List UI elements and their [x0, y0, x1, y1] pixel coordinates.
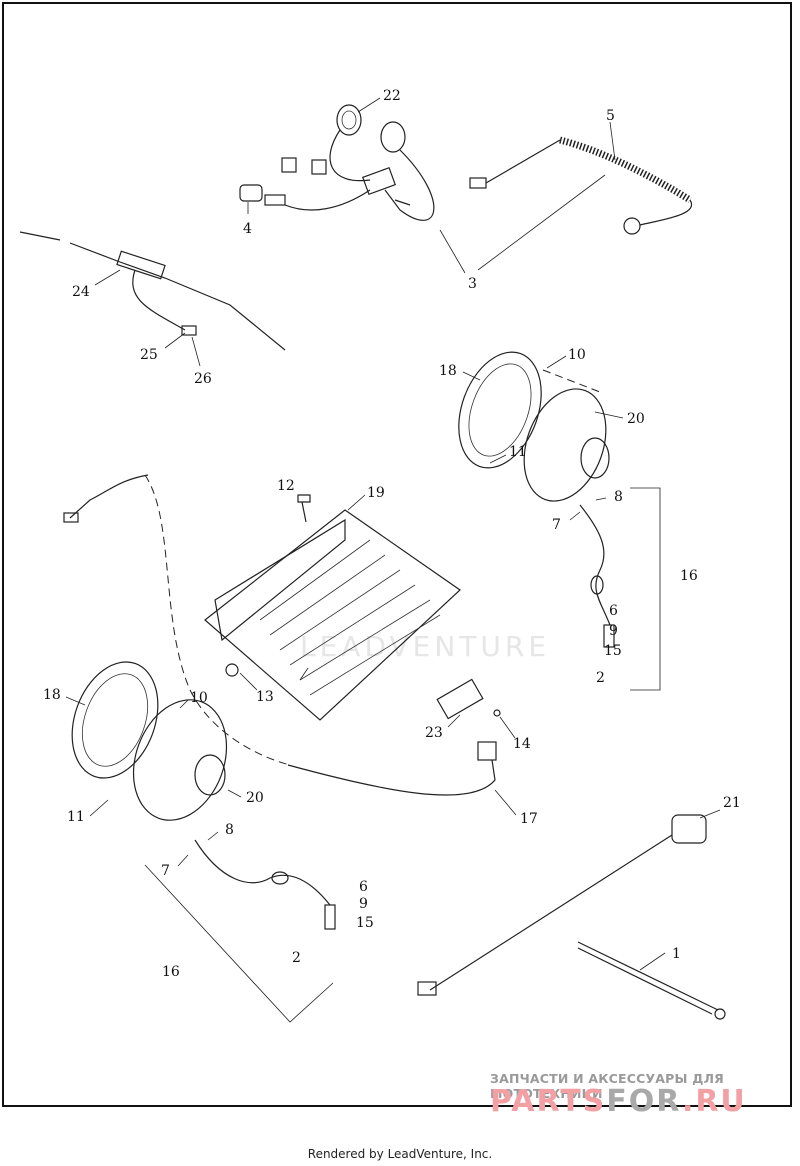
coiled-cord — [469, 136, 693, 235]
callout-14: 14 — [513, 736, 531, 752]
footer-credit: Rendered by LeadVenture, Inc. — [307, 1147, 493, 1161]
callout-9-left: 9 — [359, 896, 368, 912]
callout-17: 17 — [520, 811, 538, 827]
callout-7-left: 7 — [161, 863, 170, 879]
callout-19: 19 — [367, 485, 385, 501]
callout-7: 7 — [552, 517, 561, 533]
callout-13: 13 — [256, 689, 274, 705]
callout-20: 20 — [627, 411, 645, 427]
cable-left — [69, 474, 149, 519]
callout-2-left: 2 — [292, 950, 301, 966]
callout-8: 8 — [614, 489, 623, 505]
watermark-logo: PARTSFOR.RU — [490, 1084, 747, 1119]
callout-24: 24 — [72, 284, 90, 300]
callout-16: 16 — [680, 568, 698, 584]
callout-11: 11 — [509, 444, 527, 460]
cable-tie — [577, 941, 726, 1020]
logo-part-ru: .RU — [681, 1084, 747, 1119]
callout-23: 23 — [425, 725, 443, 741]
callout-20-left: 20 — [246, 790, 264, 806]
watermark-tagline: ЗАПЧАСТИ И АКСЕССУАРЫ ДЛЯ МОТОТЕХНИКИ — [490, 1071, 724, 1101]
diagram-frame — [2, 2, 792, 1107]
antenna — [417, 814, 707, 996]
callout-18: 18 — [439, 363, 457, 379]
callout-16-left: 16 — [162, 964, 180, 980]
callout-21: 21 — [723, 795, 741, 811]
callout-2: 2 — [596, 670, 605, 686]
callout-9: 9 — [609, 623, 618, 639]
callout-18-left: 18 — [43, 687, 61, 703]
logo-part-for: FOR — [606, 1084, 682, 1119]
watermark-leadventure: LEADVENTURE — [300, 630, 551, 663]
callout-12: 12 — [277, 478, 295, 494]
callout-8-left: 8 — [225, 822, 234, 838]
callout-6-left: 6 — [359, 879, 368, 895]
connector-17 — [477, 741, 497, 761]
callout-3: 3 — [468, 276, 477, 292]
routing-dashed-line — [144, 474, 291, 766]
headset-harness — [239, 104, 435, 221]
speaker-assembly-right — [458, 351, 661, 691]
harness-24 — [19, 231, 286, 351]
callout-15: 15 — [604, 643, 622, 659]
callout-15-left: 15 — [356, 915, 374, 931]
callout-labels: 22 5 4 3 24 25 26 18 10 20 11 12 19 8 7 … — [43, 88, 741, 980]
connector-left — [63, 512, 79, 523]
callout-6: 6 — [609, 603, 618, 619]
cable-17 — [287, 759, 496, 796]
callout-25: 25 — [140, 347, 158, 363]
callout-1: 1 — [672, 946, 681, 962]
leader-lines — [65, 97, 721, 971]
callout-5: 5 — [606, 108, 615, 124]
speaker-assembly-left — [71, 661, 336, 1023]
callout-11-left: 11 — [67, 809, 85, 825]
amplifier — [204, 494, 501, 721]
logo-part-parts: PARTS — [490, 1084, 607, 1119]
callout-10-left: 10 — [190, 690, 208, 706]
callout-26: 26 — [194, 371, 212, 387]
callout-10: 10 — [568, 347, 586, 363]
callout-22: 22 — [383, 88, 401, 104]
callout-4: 4 — [243, 221, 252, 237]
